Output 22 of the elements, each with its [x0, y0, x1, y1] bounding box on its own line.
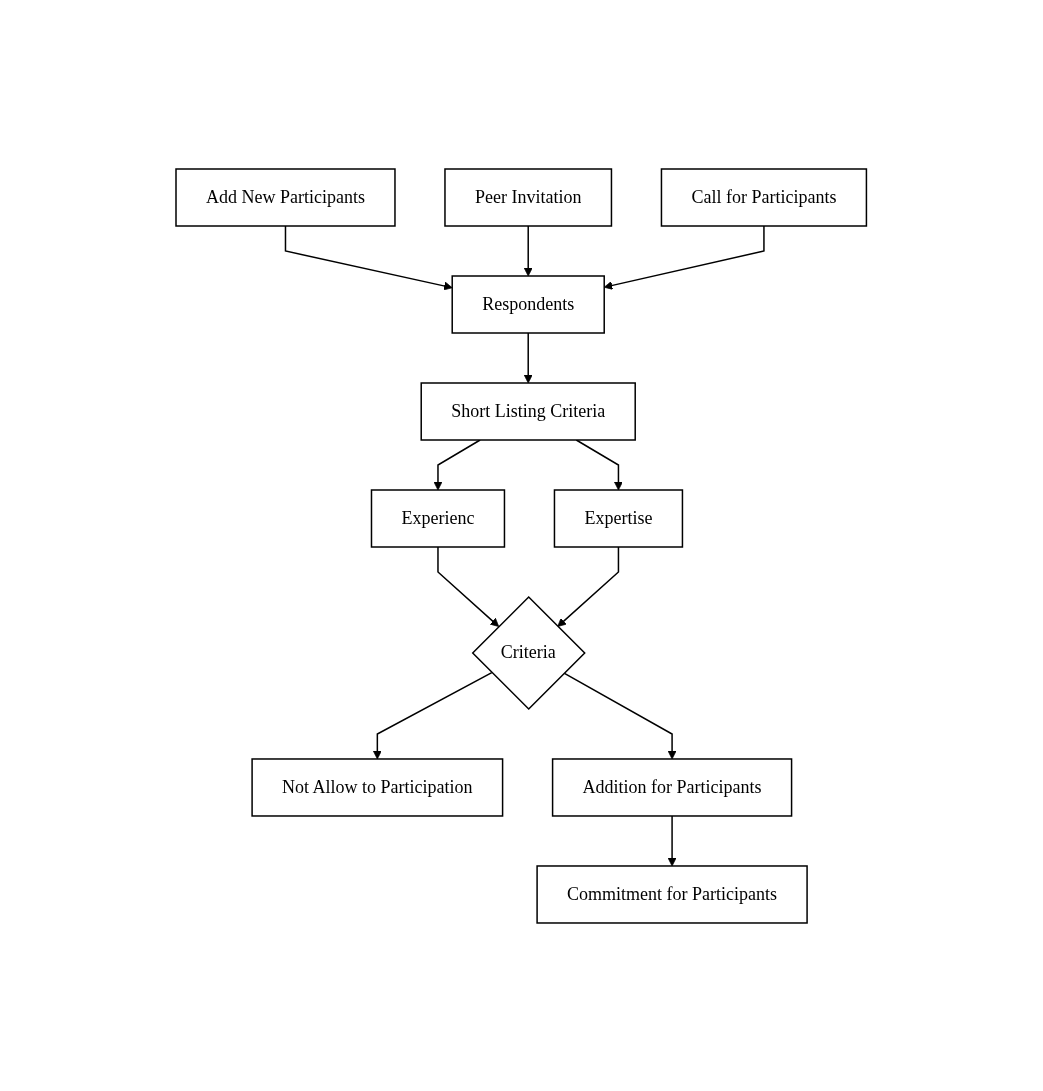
arrow: [373, 671, 493, 759]
node-box: Call for Participants: [661, 167, 868, 227]
arrow: [575, 438, 624, 490]
node-box: Experienc: [371, 488, 506, 548]
arrow: [563, 671, 677, 759]
node-box: Not Allow to Participation: [251, 757, 504, 817]
arrow: [667, 814, 677, 866]
node-box: Short Listing Criteria: [420, 381, 637, 441]
arrow: [557, 545, 620, 627]
node-diamond: Criteria: [471, 595, 587, 710]
node-box: Commitment for Participants: [536, 864, 809, 924]
node-box: Addition for Participants: [552, 757, 793, 817]
arrow: [285, 224, 453, 290]
arrow: [437, 545, 500, 627]
node-box: Respondents: [451, 274, 606, 334]
arrow: [433, 438, 482, 490]
node-box: Peer Invitation: [444, 167, 613, 227]
node-box: Add New Participants: [175, 167, 396, 227]
arrow: [524, 331, 533, 383]
arrow: [604, 224, 765, 290]
arrow: [524, 224, 533, 276]
node-box: Expertise: [554, 488, 684, 548]
